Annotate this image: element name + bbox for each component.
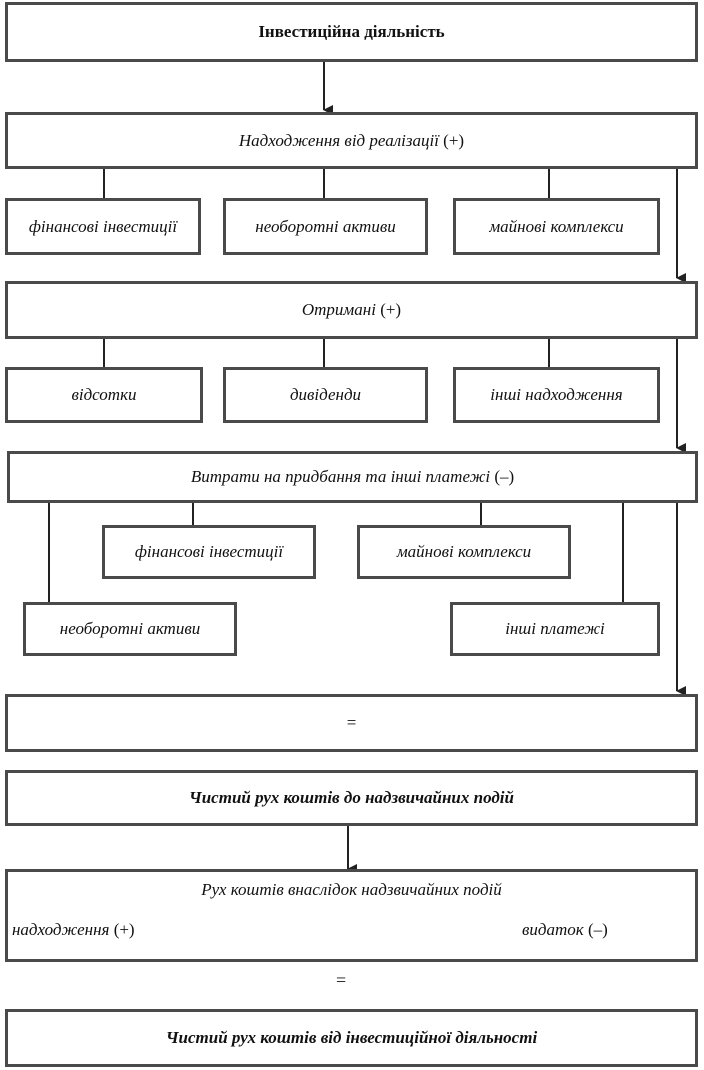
proceeds-sign: (+) [443,130,465,150]
proceeds-item-label: майнові комплекси [489,216,624,236]
equals-box: = [5,694,698,752]
expenses-item-label: інші платежі [505,619,605,638]
received-item-label: інші надходження [490,385,623,404]
received-label: Отримані [301,300,376,319]
received-box: Отримані (+) [5,281,698,339]
extraordinary-box: Рух коштів внаслідок надзвичайних подій … [5,869,698,962]
net-result-label: Чистий рух коштів від інвестиційної діял… [165,1028,538,1047]
received-item-label: дивіденди [289,385,362,404]
expenses-item-financial-investments: фінансові інвестиції [102,525,316,579]
outflow-sign: (–) [587,920,608,939]
proceeds-item-label: необоротні активи [255,216,396,236]
equals-sign-2: = [336,970,347,990]
expenses-label: Витрати на придбання та інші платежі [190,467,491,486]
expenses-item-label: фінансові інвестиції [134,542,284,561]
proceeds-item-financial-investments: фінансові інвестиції [5,198,201,255]
outflow-label: видаток [522,920,584,939]
title-label: Інвестиційна діяльність [258,22,445,41]
expenses-item-noncurrent-assets: необоротні активи [23,602,237,656]
expenses-box: Витрати на придбання та інші платежі (–) [7,451,698,503]
proceeds-label: Надходження від реалізації [238,130,439,150]
proceeds-item-noncurrent-assets: необоротні активи [223,198,428,255]
net-before-label: Чистий рух коштів до надзвичайних подій [189,788,514,807]
inflow-sign: (+) [113,920,135,939]
expenses-item-property-complexes: майнові комплекси [357,525,571,579]
title-box: Інвестиційна діяльність [5,2,698,62]
extraordinary-inflow: надходження (+) [12,920,135,940]
received-item-dividends: дивіденди [223,367,428,423]
net-before-box: Чистий рух коштів до надзвичайних подій [5,770,698,826]
proceeds-item-label: фінансові інвестиції [28,216,178,236]
expenses-item-label: необоротні активи [59,619,201,638]
inflow-label: надходження [12,920,110,939]
equals-sign: = [346,713,357,732]
expenses-item-other-payments: інші платежі [450,602,660,656]
received-sign: (+) [380,300,402,319]
net-result-box: Чистий рух коштів від інвестиційної діял… [5,1009,698,1067]
received-item-other-income: інші надходження [453,367,660,423]
received-item-interest: відсотки [5,367,203,423]
received-item-label: відсотки [71,385,137,404]
proceeds-box: Надходження від реалізації (+) [5,112,698,169]
extraordinary-outflow: видаток (–) [522,920,608,940]
expenses-sign: (–) [494,467,515,486]
expenses-item-label: майнові комплекси [396,542,532,561]
extraordinary-label: Рух коштів внаслідок надзвичайних подій [201,880,502,899]
proceeds-item-property-complexes: майнові комплекси [453,198,660,255]
